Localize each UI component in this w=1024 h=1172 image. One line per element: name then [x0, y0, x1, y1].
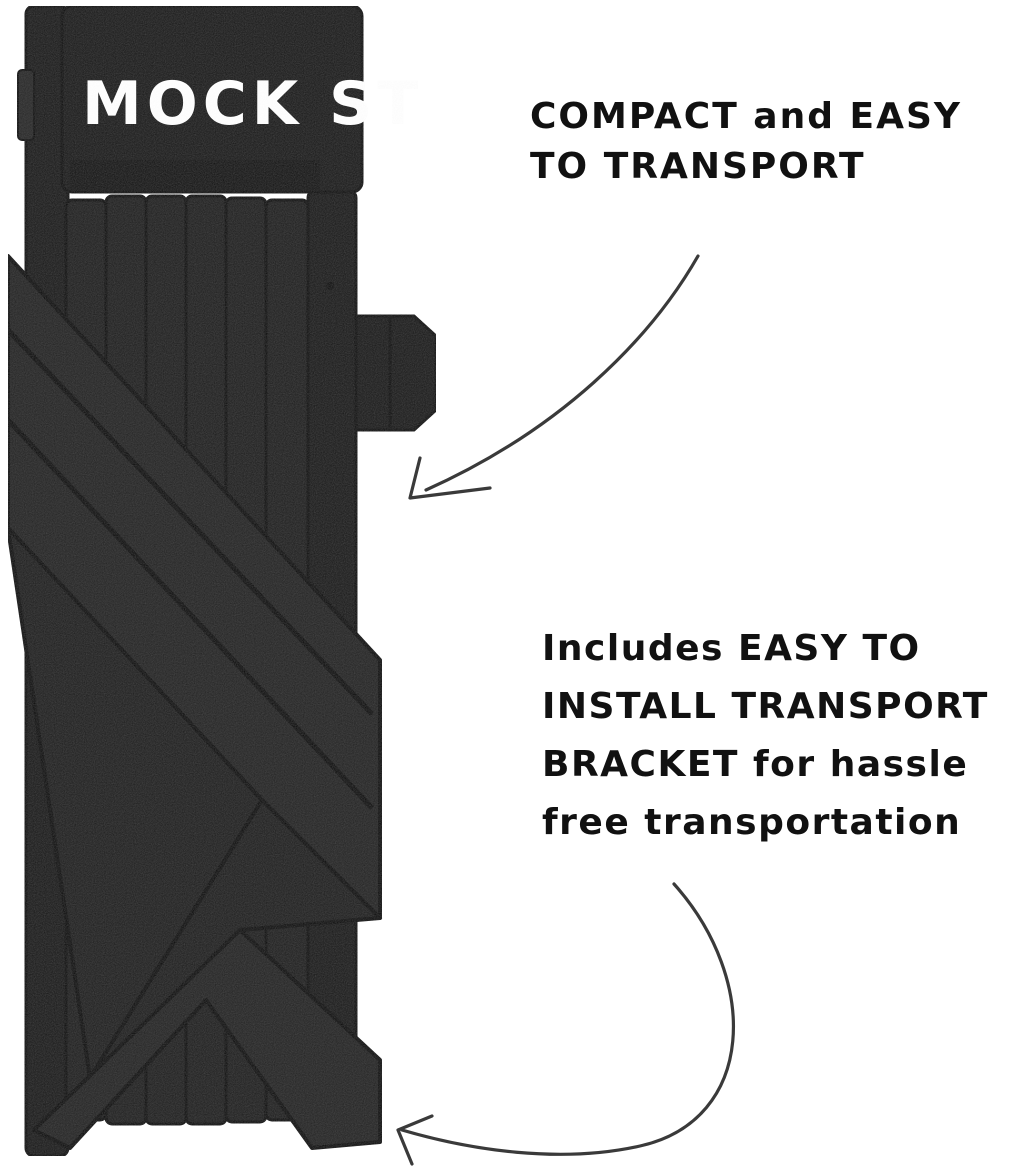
arrow-top-head: [408, 456, 492, 500]
lock-head: MOCK ST: [17, 4, 423, 194]
callout-compact: COMPACT and EASY TO TRANSPORT: [530, 92, 962, 192]
callout-bracket: Includes EASY TO INSTALL TRANSPORT BRACK…: [542, 620, 989, 852]
transport-bracket: [6, 254, 382, 1150]
callout-line: Includes EASY TO: [542, 628, 921, 669]
callout-line: COMPACT and EASY: [530, 96, 962, 137]
lock-side-latch: [326, 282, 438, 432]
arrow-bottom-head: [396, 1114, 434, 1166]
callout-line: BRACKET for hassle: [542, 744, 969, 785]
callout-line: TO TRANSPORT: [530, 146, 866, 187]
callout-line: INSTALL TRANSPORT: [542, 686, 989, 727]
arrow-top: [424, 254, 700, 492]
arrow-bottom: [400, 882, 736, 1156]
callout-line: free transportation: [542, 802, 962, 843]
brand-label: MOCK ST: [82, 69, 423, 139]
folding-bike-lock: MOCK ST: [6, 4, 438, 1158]
arrows: [396, 254, 736, 1166]
